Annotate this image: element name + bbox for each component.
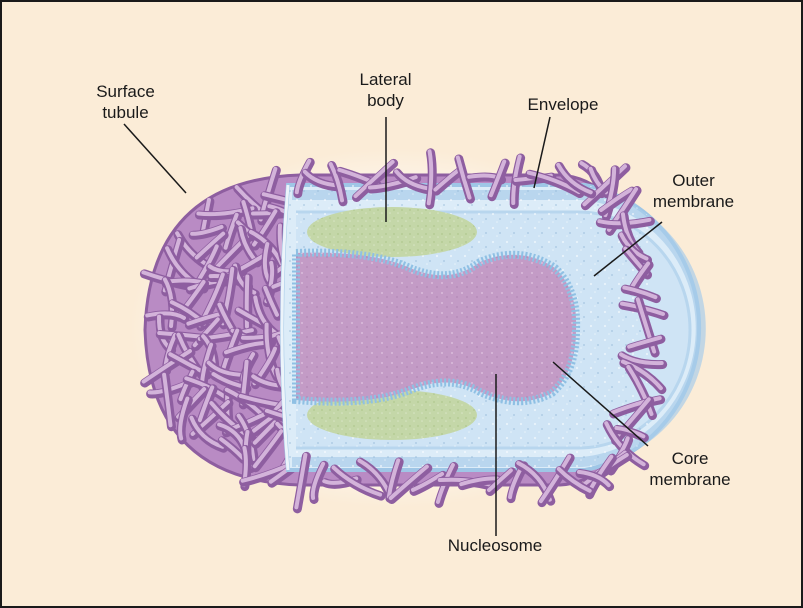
nucleosome-label: Nucleosome [430, 535, 560, 556]
surface-tubule-leader [124, 124, 186, 193]
envelope-label: Envelope [508, 94, 618, 115]
